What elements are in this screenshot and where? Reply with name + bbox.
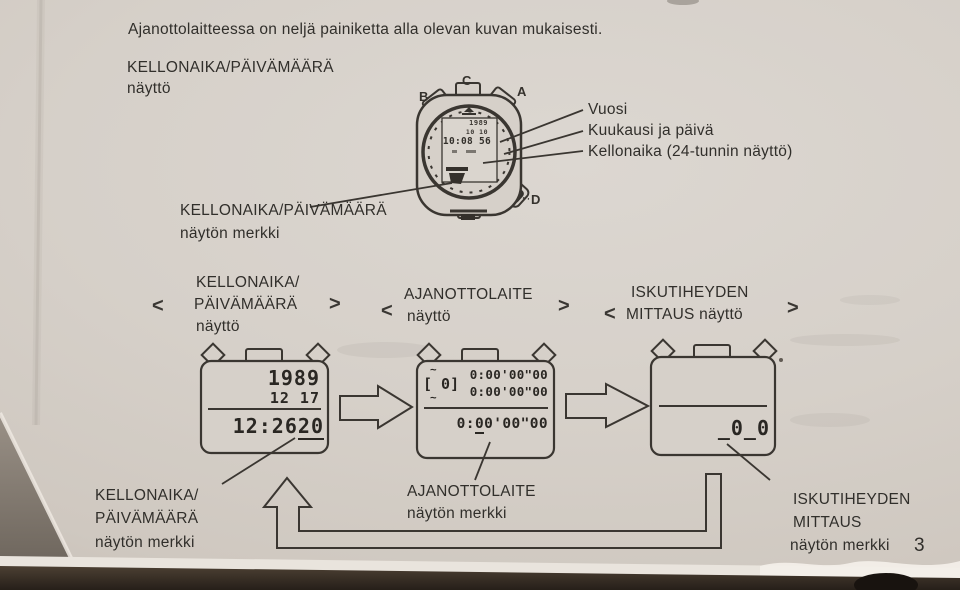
clock-lcd-time: 12:2620 [202,414,324,440]
leader-strike-marker [726,443,771,481]
footer-strike-label-line1: ISKUTIHEYDEN [793,491,911,508]
mode1-title-line3: näyttö [196,318,240,335]
mode-marker-label: KELLONAIKA/PÄIVÄMÄÄRÄ [180,202,387,219]
chevron-left-icon: < [604,303,616,325]
brand-logo-mark [464,107,474,112]
mode-marker-label-sub: näytön merkki [180,225,280,242]
display-box-strike [649,338,778,457]
watch-lcd-date: 10 10 [465,128,488,136]
table-strip [0,566,960,590]
callout-month-day: Kuukausi ja päivä [588,122,714,139]
timer-lcd-tilde-bottom: ~ [430,391,437,404]
clock-section-heading-sub: näyttö [127,80,171,97]
mode1-title-line2: PÄIVÄMÄÄRÄ [194,296,298,313]
torn-edge-highlight [760,561,960,579]
brand-logo-underline [462,113,476,115]
display-box-clock [199,342,331,455]
clock-lcd-year: 1989 [267,366,320,390]
show-through-smudge [840,295,900,305]
clock-lcd-time-seconds: 20 [297,414,324,440]
return-loop-arrow [261,473,722,549]
page-left-edge-highlight [0,412,76,565]
footer-strike-label-line3: näytön merkki [790,537,890,554]
leader-clock-marker [221,437,296,485]
footer-clock-label-line3: näytön merkki [95,534,195,551]
timer-lcd-row3-rest: 0'00"00 [484,416,548,432]
button-label-b: B [419,89,429,104]
footer-timer-label-line1: AJANOTTOLAITE [407,483,536,500]
leader-time [482,150,584,164]
button-label-d: D [531,192,541,207]
lcd-small-mark [466,150,476,153]
footer-leader-lines [221,437,771,485]
watch-lcd-year: 1989 [469,119,488,127]
arrow-right-1 [339,384,414,430]
chevron-right-icon: > [329,293,341,315]
chevron-left-icon: < [381,300,393,322]
chevron-left-icon: < [152,295,164,317]
chevron-right-icon: > [558,295,570,317]
bottom-detail-block [461,214,475,220]
show-through-smudge [337,342,433,358]
timer-lcd-row3-underlined: 0 [474,416,485,434]
callout-year: Vuosi [588,101,628,118]
mode-indicator-icon [449,173,465,184]
d-button-leader [517,196,530,200]
lcd-small-mark [452,150,457,153]
footer-timer-label-line2: näytön merkki [407,505,507,522]
leader-timer-marker [474,441,491,481]
timer-lcd-row3-prefix: 0: [456,416,475,432]
leader-mode-marker [309,182,453,208]
clock-box-outline [199,359,330,455]
paper-speck [779,358,783,362]
arrow-right-2 [565,382,651,429]
intro-text: Ajanottolaitteessa on neljä painiketta a… [128,21,603,38]
watch-lcd-time: 10:08 56 [442,136,492,147]
timer-lcd-row2: 0:00'00"00 [469,384,548,399]
watch-bezel [421,104,517,200]
clock-lcd-time-main: 12:26 [232,414,298,438]
button-label-c: C [462,73,472,88]
timer-lcd-lap-counter: [ 0] [423,375,460,393]
strike-lcd-value: _0_0 [717,416,770,440]
clock-lcd-date: 12 17 [269,389,320,407]
clock-section-heading: KELLONAIKA/PÄIVÄMÄÄRÄ [127,59,334,76]
timer-lcd-tilde-top: ~ [430,363,437,376]
timer-lcd-row1: 0:00'00"00 [469,367,548,382]
shadow-blob [854,573,918,590]
mode3-title-line1: ISKUTIHEYDEN [631,284,749,301]
footer-strike-label-line2: MITTAUS [793,514,862,531]
mode3-title-line2: MITTAUS näyttö [626,306,743,323]
display-box-timer [415,342,557,460]
mode-indicator-bar [446,167,468,171]
show-through-smudge [790,413,870,427]
footer-clock-label-line2: PÄIVÄMÄÄRÄ [95,510,199,527]
show-through-smudge [790,334,900,346]
callout-time: Kellonaika (24-tunnin näyttö) [588,143,793,160]
leader-year [499,109,584,143]
chevron-right-icon: > [787,297,799,319]
callout-leader-lines [309,109,584,208]
page-crease-line [34,0,43,426]
stopwatch-diagram [415,82,530,220]
leader-month-day [503,130,584,155]
mode2-title-line1: AJANOTTOLAITE [404,286,533,303]
top-smudge [667,0,699,5]
button-label-a: A [517,84,527,99]
mode1-title-line1: KELLONAIKA/ [196,274,300,291]
page-bottom-edge [0,556,960,579]
mode2-title-line2: näyttö [407,308,451,325]
timer-box-outline [415,359,556,460]
page-number: 3 [914,535,925,556]
footer-clock-label-line1: KELLONAIKA/ [95,487,199,504]
timer-lcd-row3: 0:00'00"00 [424,416,548,434]
